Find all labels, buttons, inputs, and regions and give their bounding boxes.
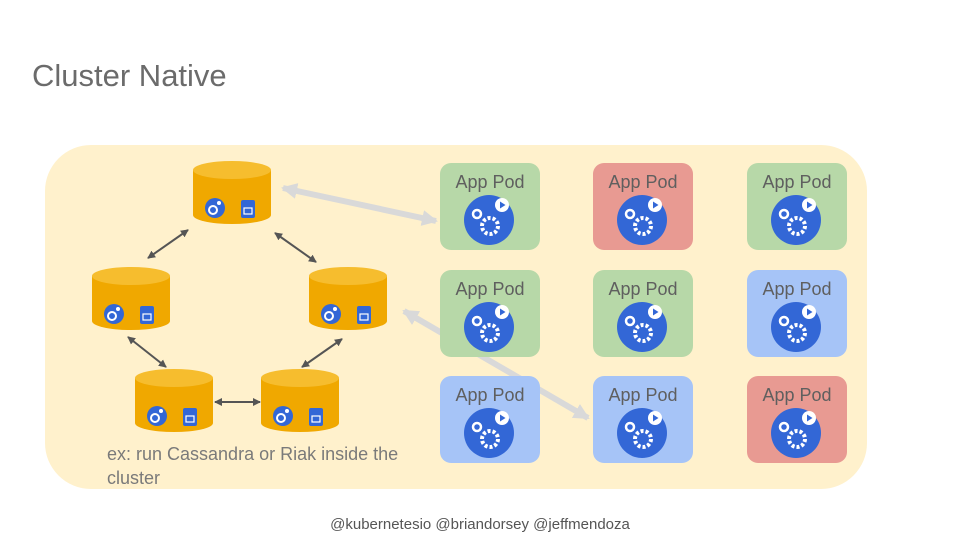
- app-pod-label: App Pod: [762, 385, 832, 405]
- peer-link-arrow: [274, 232, 317, 263]
- slide-title: Cluster Native: [32, 58, 227, 93]
- footer-handles: @kubernetesio @briandorsey @jeffmendoza: [330, 516, 630, 533]
- app-pod-label: App Pod: [762, 279, 832, 299]
- gears-play-icon: [771, 408, 821, 458]
- database-node: [135, 369, 213, 433]
- database-node: [261, 369, 339, 433]
- app-pod-label: App Pod: [608, 172, 678, 192]
- peer-link-arrow: [147, 229, 189, 259]
- storage-icon: [309, 408, 323, 426]
- app-access-arrow: [281, 183, 438, 226]
- gears-play-icon: [464, 408, 514, 458]
- app-pod-label: App Pod: [455, 385, 525, 405]
- gears-icon: [205, 198, 225, 218]
- gears-play-icon: [771, 302, 821, 352]
- database-node: [193, 161, 271, 225]
- app-access-arrow: [402, 308, 590, 421]
- database-node: [309, 267, 387, 331]
- app-pod: App Pod: [747, 376, 847, 463]
- peer-link-arrow: [127, 336, 167, 368]
- storage-icon: [357, 306, 371, 324]
- diagram-caption: ex: run Cassandra or Riak inside the clu…: [107, 444, 399, 488]
- app-pod: App Pod: [440, 270, 540, 357]
- storage-icon: [241, 200, 255, 218]
- app-pod: App Pod: [747, 270, 847, 357]
- app-pod: App Pod: [440, 376, 540, 463]
- app-pod-label: App Pod: [455, 279, 525, 299]
- app-pod-label: App Pod: [608, 385, 678, 405]
- gears-icon: [273, 406, 293, 426]
- gears-play-icon: [464, 195, 514, 245]
- app-pod: App Pod: [593, 270, 693, 357]
- gears-play-icon: [771, 195, 821, 245]
- storage-icon: [140, 306, 154, 324]
- app-pod: App Pod: [440, 163, 540, 250]
- storage-icon: [183, 408, 197, 426]
- app-pod: App Pod: [747, 163, 847, 250]
- gears-icon: [321, 304, 341, 324]
- app-pod-label: App Pod: [455, 172, 525, 192]
- gears-play-icon: [617, 302, 667, 352]
- gears-play-icon: [464, 302, 514, 352]
- gears-play-icon: [617, 195, 667, 245]
- peer-link-arrow: [301, 338, 343, 368]
- app-pod-label: App Pod: [608, 279, 678, 299]
- gears-icon: [104, 304, 124, 324]
- database-node: [92, 267, 170, 331]
- gears-play-icon: [617, 408, 667, 458]
- app-pod-label: App Pod: [762, 172, 832, 192]
- app-pod: App Pod: [593, 163, 693, 250]
- app-pod: App Pod: [593, 376, 693, 463]
- gears-icon: [147, 406, 167, 426]
